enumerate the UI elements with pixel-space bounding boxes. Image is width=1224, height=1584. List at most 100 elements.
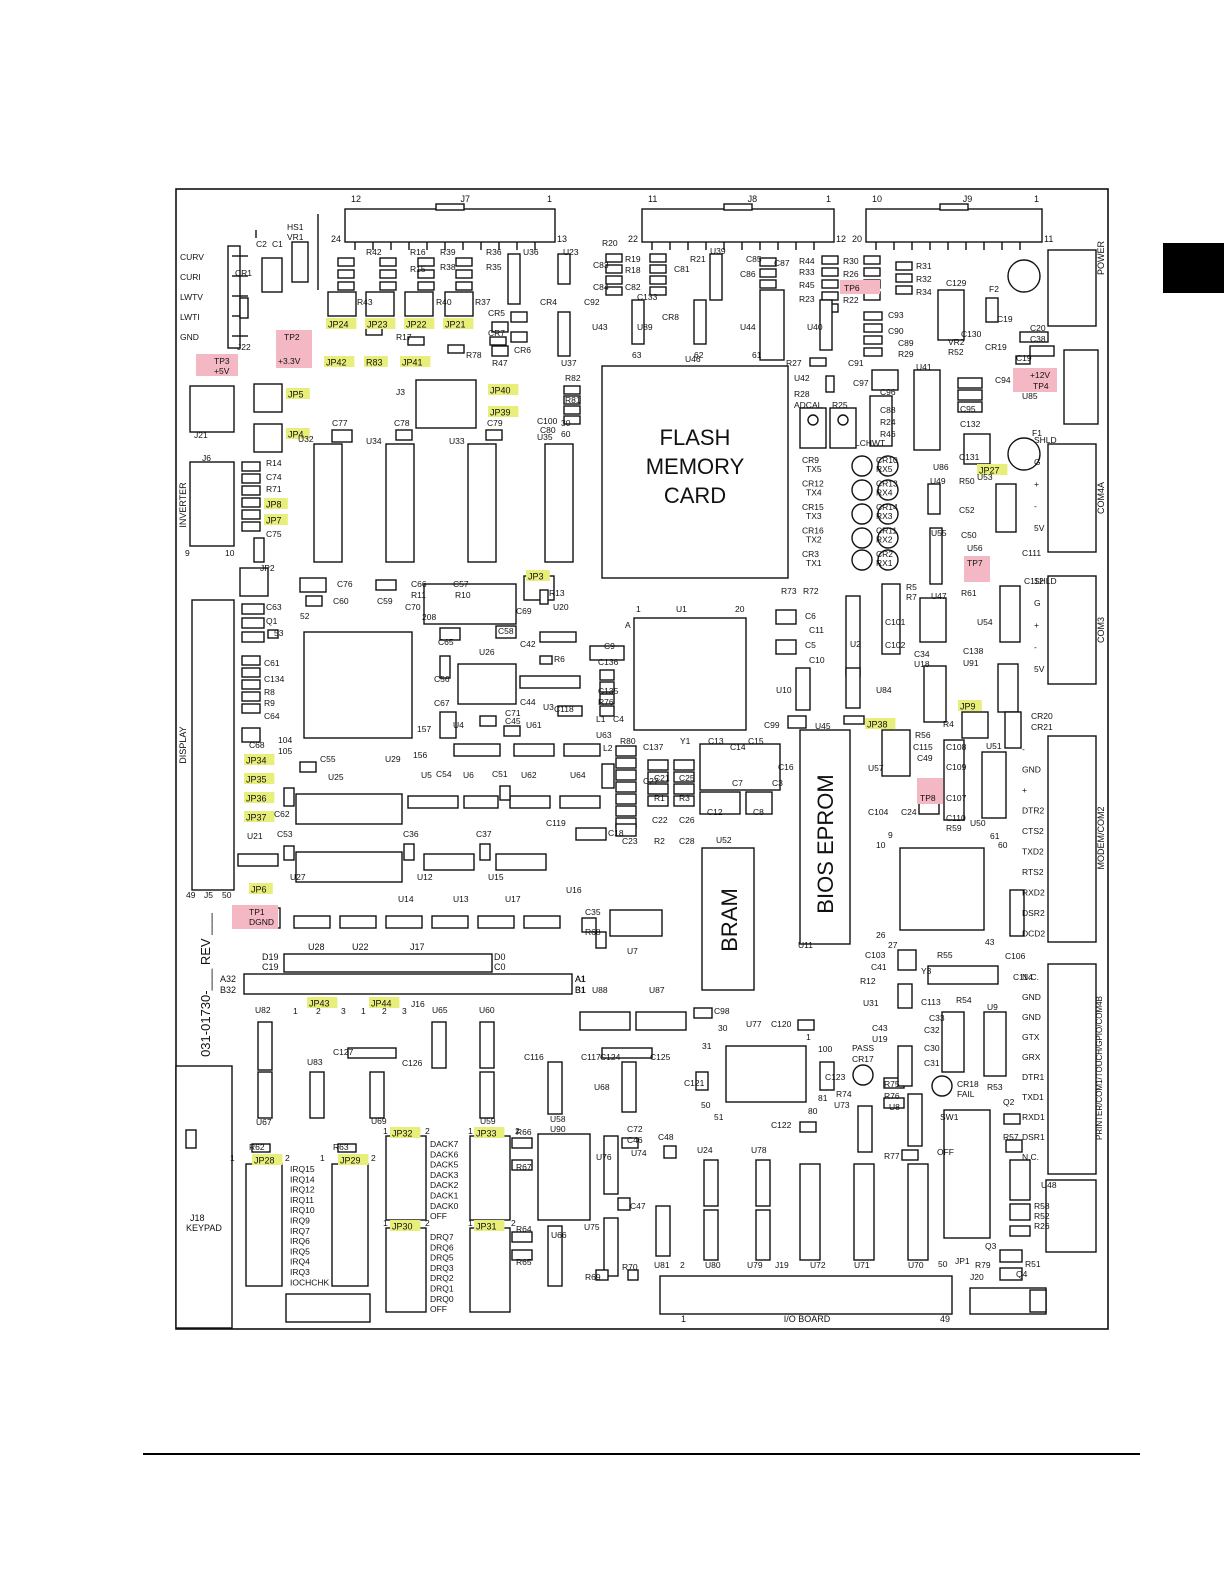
pad-column	[869, 395, 893, 447]
ref-designator: R21	[690, 254, 706, 264]
led-label: RX3	[876, 511, 893, 521]
ref-designator: C112	[1024, 576, 1044, 586]
led-label: TX4	[806, 488, 822, 498]
irq-pin-label: IRQ3	[290, 1267, 310, 1277]
ref-designator: C96	[880, 387, 896, 397]
connector-j19-io-board	[659, 1275, 953, 1315]
ref-designator: C134	[264, 674, 285, 684]
ref-designator: 1	[468, 1218, 473, 1228]
ref-designator: B1	[575, 985, 586, 995]
ic-block	[539, 631, 577, 643]
ref-designator: 81	[818, 1093, 828, 1103]
ref-designator: R6	[554, 654, 565, 664]
pad-outline	[759, 268, 777, 278]
ref-designator: C110	[946, 813, 966, 823]
ic-block	[961, 711, 989, 739]
ref-designator: U89	[637, 322, 653, 332]
com3-pin-label: 5V	[1034, 664, 1045, 674]
ref-designator: C45	[505, 716, 521, 726]
pad-outline	[627, 1269, 639, 1281]
pad-outline	[241, 655, 261, 666]
jumper-label-jp29: JP29	[340, 1156, 361, 1166]
ref-designator: U34	[366, 436, 382, 446]
ref-designator: U4	[453, 720, 464, 730]
ic-u17	[495, 853, 547, 871]
ref-designator: U41	[916, 362, 932, 372]
com4a-pin-label: -	[1034, 501, 1037, 511]
ref-designator: R22	[843, 295, 859, 305]
ref-designator: Q1	[266, 616, 278, 626]
jumper-label-jp33: JP33	[476, 1129, 497, 1139]
ref-designator: R57	[1003, 1132, 1019, 1142]
ref-designator: R45	[799, 280, 815, 290]
ref-designator: U79	[747, 1260, 763, 1270]
connector-j9-key	[939, 203, 969, 211]
ic-lchwt	[829, 407, 857, 449]
ref-designator: JP2	[260, 563, 275, 573]
led-outline	[877, 527, 899, 549]
pad-outline	[299, 761, 317, 773]
ref-designator: R24	[880, 417, 896, 427]
ref-designator: 1	[361, 1006, 366, 1016]
ref-designator: U54	[977, 617, 993, 627]
ref-designator: C49	[917, 753, 933, 763]
led-outline	[877, 503, 899, 525]
pad-outline	[479, 843, 491, 861]
ref-designator: C86	[740, 269, 756, 279]
ic-irq2-block	[331, 1163, 369, 1287]
pad-outline	[599, 681, 615, 693]
com2-label: MODEM/COM2	[1096, 807, 1106, 870]
ref-designator: C6	[805, 611, 816, 621]
ref-designator: C47	[630, 1201, 646, 1211]
ref-designator: U26	[479, 647, 495, 657]
com4a-pin-label: G	[1034, 457, 1041, 467]
jumper-highlight	[365, 318, 396, 329]
jumper-highlight	[324, 356, 355, 367]
ref-designator: C101	[885, 617, 906, 627]
pad-outline	[489, 336, 507, 346]
ref-designator: R58	[1034, 1201, 1050, 1211]
fuse-f2	[985, 297, 999, 323]
com2-pin-label: DCD2	[1022, 929, 1045, 939]
ref-designator: U43	[592, 322, 608, 332]
pad-outline	[337, 269, 355, 279]
jumper-label-jp23: JP23	[367, 320, 388, 330]
ref-designator: C123	[825, 1072, 846, 1082]
ic-u6	[463, 795, 499, 809]
pad-outline	[557, 705, 583, 717]
ref-designator: U50	[970, 818, 986, 828]
ref-designator: 61	[752, 350, 762, 360]
led-fail	[931, 1075, 953, 1097]
led-label: CR16	[802, 526, 824, 536]
ref-designator: L2	[603, 743, 613, 753]
pad-outline	[821, 291, 839, 301]
pad-outline	[241, 631, 265, 643]
drq-pin-label: DRQ7	[430, 1232, 454, 1242]
ref-designator: C103	[865, 950, 886, 960]
ref-designator: R28	[794, 389, 810, 399]
jumper-highlight	[252, 1154, 283, 1165]
pad-outline	[455, 269, 473, 279]
crystal-y3	[927, 965, 999, 985]
ref-designator: 26	[876, 930, 886, 940]
ref-designator: U75	[584, 1222, 600, 1232]
jumper-label-jp43: JP43	[309, 999, 330, 1009]
pad-outline	[241, 667, 261, 678]
ref-designator: U47	[931, 591, 947, 601]
ic-u82	[257, 1021, 273, 1071]
pad-outline	[895, 285, 913, 295]
ref-designator: U16	[566, 885, 582, 895]
jumper-highlight	[865, 718, 896, 729]
drq-pin-label: DRQ2	[430, 1273, 454, 1283]
pad-outline	[241, 509, 261, 520]
ref-designator: 2	[511, 1218, 516, 1228]
connector-j7-key	[435, 203, 465, 211]
ref-designator: C68	[249, 740, 265, 750]
led-label: CR11	[876, 526, 897, 536]
ref-designator: R13	[549, 588, 565, 598]
ic-u75	[603, 1217, 619, 1277]
ref-designator: C90	[888, 326, 904, 336]
ref-designator: U12	[417, 872, 433, 882]
ref-designator: C34	[914, 649, 930, 659]
ref-designator: R70	[622, 1262, 638, 1272]
